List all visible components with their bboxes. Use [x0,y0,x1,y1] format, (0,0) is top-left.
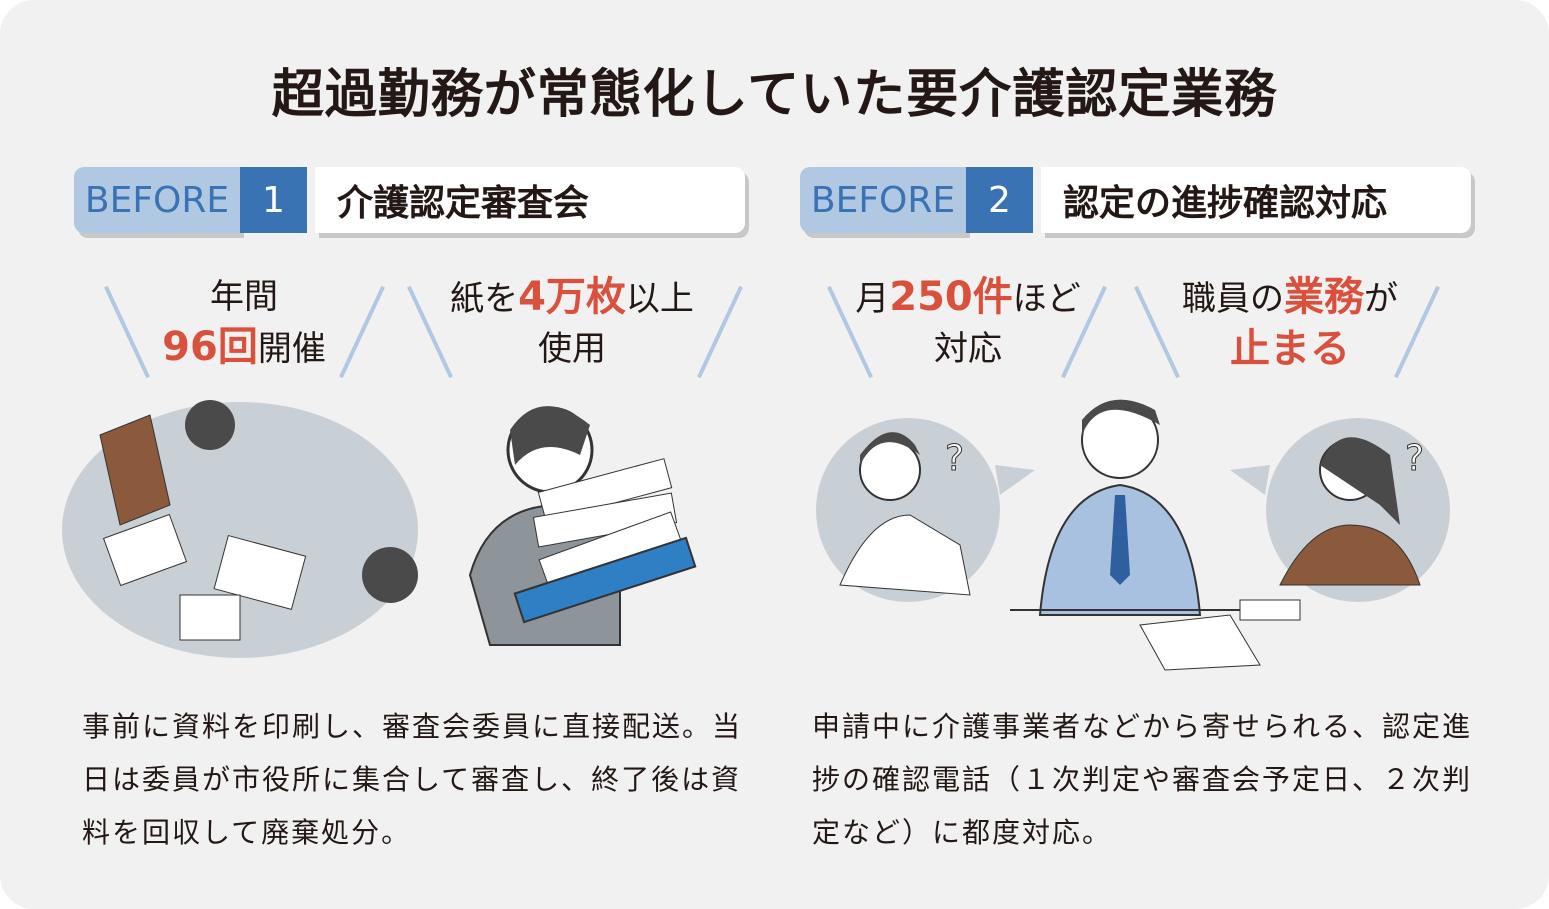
section-heading: 介護認定審査会 [315,167,745,233]
stat-text: 対応 [934,329,1002,369]
question-icon: ? [1405,438,1424,479]
stat-text: 職員の [1182,279,1284,319]
stat-text: 年間 [210,277,278,317]
stat-text: 開催 [257,329,326,369]
stat-highlight: 96回 [162,324,258,370]
section-number: 1 [240,167,307,233]
stat-calls: 月250件ほど 対応 [828,272,1108,374]
stat-text: 月 [855,279,890,319]
stat-paper: 紙を4万枚以上 使用 [432,272,712,374]
stat-meetings: 年間 96回開催 [104,272,384,374]
stat-highlight: 止まる [1230,326,1350,372]
section-number: 2 [966,167,1033,233]
section-1-header: BEFORE 1 介護認定審査会 [74,167,745,237]
stat-text: 紙を [450,279,519,319]
stat-highlight: 業務 [1284,274,1364,320]
question-icon: ? [945,438,964,479]
page-title: 超過勤務が常態化していた要介護認定業務 [271,65,1278,125]
before-badge: BEFORE [74,167,240,233]
stat-text: 以上 [625,279,694,319]
stat-highlight: 250件 [889,274,1013,320]
before-badge: BEFORE [800,167,966,233]
section-heading: 認定の進捗確認対応 [1041,167,1471,233]
section-1-description: 事前に資料を印刷し、審査会委員に直接配送。当日は委員が市役所に集合して審査し、終… [82,710,743,849]
illustration-phone-calls: ? ? [816,399,1450,671]
stat-work-stops: 職員の業務が 止まる [1150,272,1430,374]
stat-text: 使用 [538,329,606,369]
illustration-meeting-and-paper [62,400,697,658]
section-2-description: 申請中に介護事業者などから寄せられる、認定進捗の確認電話（１次判定や審査会予定日… [812,710,1473,849]
stat-text: ほど [1012,279,1081,319]
stat-text: が [1364,279,1398,319]
stat-highlight: 4万枚 [518,274,626,320]
section-2-header: BEFORE 2 認定の進捗確認対応 [800,167,1471,237]
